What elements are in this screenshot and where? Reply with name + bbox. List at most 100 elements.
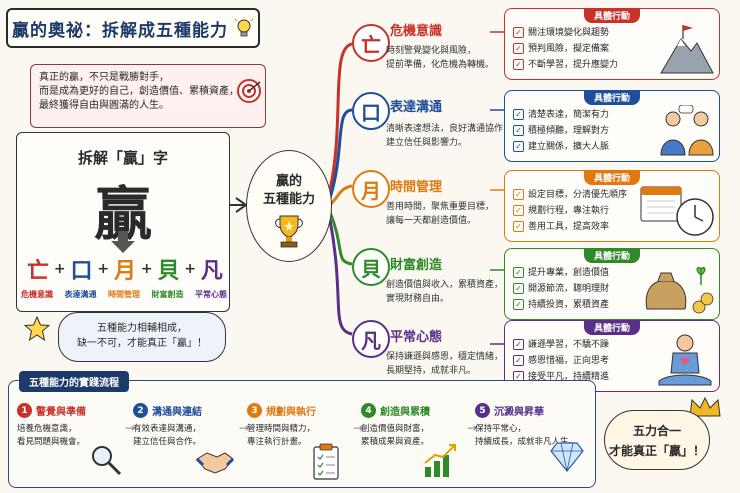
branch-desc-line: 善用時間，聚焦重要目標， [386, 202, 495, 212]
action-text: 積極傾聽，理解對方 [528, 126, 610, 136]
checkbox-icon: ✓ [513, 141, 524, 152]
checkbox-icon: ✓ [513, 283, 524, 294]
branch-desc-line: 創造價值與收入，累積資產， [386, 280, 504, 290]
center-line: 贏的 [275, 174, 302, 189]
branch-char-bei: 貝 [352, 248, 390, 286]
branch-desc-line: 保持謙遜與感恩，穩定情緒， [386, 352, 504, 362]
page-title: 贏的奧祕：拆解成五種能力 [6, 8, 260, 48]
checkbox-icon: ✓ [513, 27, 524, 38]
intro-line: 真正的贏，不只是戰勝對手， [39, 72, 169, 83]
action-text: 不斷學習，提升應變力 [528, 60, 619, 70]
branch-title: 財富創造 [390, 258, 443, 273]
step-desc-line: 累積成果與資產。 [361, 437, 430, 447]
action-text: 開源節流，聰明理財 [528, 284, 610, 294]
character-breakdown-card: 拆解「贏」字 贏 亡 + 口 + 月 + 貝 + 凡 危機意識 表達溝通 時間管… [16, 132, 230, 312]
action-item: ✓善用工具，提高效率 [513, 219, 627, 235]
action-box-crisis: 具體行動 ✓關注環境變化與趨勢 ✓預判風險，擬定備案 ✓不斷學習，提升應變力 [504, 8, 720, 80]
step-title: 沉澱與昇華 [494, 407, 544, 418]
checkbox-icon: ✓ [513, 125, 524, 136]
action-item: ✓提升專業，創造價值 [513, 265, 609, 281]
action-item: ✓設定目標，分清優先順序 [513, 187, 627, 203]
branch-title: 平常心態 [390, 330, 443, 345]
action-box-title: 具體行動 [583, 248, 641, 263]
step-desc-line: 專注執行計畫。 [247, 437, 307, 447]
branch-desc: 清晰表達想法，良好溝通協作， 建立信任與影響力。 [386, 122, 512, 150]
branch-char-wei: 亡 [352, 24, 390, 62]
checkbox-icon: ✓ [513, 355, 524, 366]
part-label: 表達溝通 [64, 290, 97, 299]
final-line: 五力合一 [632, 424, 681, 438]
action-box-title: 具體行動 [583, 320, 641, 335]
action-item: ✓謙遜學習，不驕不躁 [513, 337, 609, 353]
part-label: 財富創造 [151, 290, 184, 299]
diamond-icon [550, 442, 584, 472]
crown-icon [689, 396, 721, 417]
plus-sign: + [184, 261, 197, 277]
checkbox-icon: ✓ [513, 339, 524, 350]
star-icon [24, 316, 50, 342]
action-item: ✓ 開源節流，聰明理財 [513, 281, 609, 297]
part-label: 時間管理 [108, 290, 140, 299]
branch-desc-line: 提前準備，化危機為轉機。 [386, 60, 495, 70]
part-char: 口 [70, 259, 93, 284]
action-text: 規劃行程，專注執行 [528, 206, 610, 216]
action-item: ✓ 預判風險，擬定備案 [513, 41, 618, 57]
action-item: ✓ 清楚表達，簡潔有力 [513, 107, 609, 123]
plus-sign: + [53, 261, 66, 277]
branch-char-fan: 凡 [352, 320, 390, 358]
branch-char-kou: 口 [352, 92, 390, 130]
branch-desc-line: 時刻警覺變化與風險， [386, 46, 477, 56]
flow-arrow-icon: → [239, 421, 250, 435]
part-char: 亡 [27, 259, 50, 284]
note-line: 五種能力相輔相成， [97, 323, 187, 334]
money-bag-coins-icon [645, 266, 714, 314]
branch-title: 危機意識 [390, 24, 443, 39]
branch-char-yue: 月 [352, 170, 390, 208]
step-number: 5 [475, 403, 490, 418]
step-desc-line: 看見問題與機會。 [17, 437, 86, 447]
branch-desc-line: 清晰表達想法，良好溝通協作， [386, 124, 513, 134]
calendar-clock-icon [640, 186, 714, 236]
action-text: 預判風險，擬定備案 [528, 44, 610, 54]
center-node: 贏的 五種能力 [246, 150, 332, 262]
part-label: 平常心態 [195, 290, 227, 299]
step-desc-line: 管理時間與精力， [247, 424, 316, 434]
part-char: 貝 [157, 259, 180, 284]
plus-sign: + [97, 261, 110, 277]
part-char: 月 [113, 259, 136, 284]
step-desc-line: 持續成長，成就非凡人生。 [475, 437, 578, 447]
action-text: 清楚表達，簡潔有力 [528, 110, 610, 120]
action-box-communication: 具體行動 ✓清楚表達，簡潔有力 ✓積極傾聽，理解對方 ✓建立關係，擴大人脈 [504, 90, 720, 162]
step-number: 3 [247, 403, 262, 418]
branch-desc-line: 讓每一天都創造價值。 [386, 216, 477, 226]
branch-desc: 創造價值與收入，累積資產， 實現財務自由。 [386, 278, 503, 306]
branch-desc-line: 建立信任與影響力。 [386, 138, 468, 148]
growth-chart-icon [424, 444, 456, 477]
action-box-title: 具體行動 [583, 8, 641, 23]
step-desc-line: 創造價值與財富， [361, 424, 430, 434]
step-desc-line: 培養危機意識， [17, 424, 77, 434]
step-number: 1 [17, 403, 32, 418]
action-box-time: 具體行動 ✓設定目標，分清優先順序 ✓規劃行程，專注執行 ✓善用工具，提高效率 [504, 170, 720, 242]
action-box-wealth: 具體行動 ✓提升專業，創造價值 ✓開源節流，聰明理財 ✓持續投資，累積資產 [504, 248, 720, 320]
final-slogan: 五力合一 才能真正「贏」！ [604, 410, 710, 470]
note-line: 缺一不可，才能真正「贏」！ [77, 338, 207, 349]
action-box-title: 具體行動 [583, 170, 641, 185]
handshake-icon [195, 452, 235, 474]
intro-line: 最終獲得自由與圓滿的人生。 [39, 100, 169, 111]
action-item: ✓不斷學習，提升應變力 [513, 57, 618, 73]
branch-title: 表達溝通 [390, 100, 443, 115]
step-desc-line: 建立信任與合作。 [133, 437, 202, 447]
branch-desc: 保持謙遜與感恩，穩定情緒， 長期堅持，成就非凡。 [386, 350, 503, 378]
checkbox-icon: ✓ [513, 109, 524, 120]
magnifier-icon [92, 446, 122, 476]
lightbulb-icon [234, 17, 254, 37]
checkbox-icon: ✓ [513, 43, 524, 54]
branch-desc: 善用時間，聚焦重要目標， 讓每一天都創造價值。 [386, 200, 494, 228]
